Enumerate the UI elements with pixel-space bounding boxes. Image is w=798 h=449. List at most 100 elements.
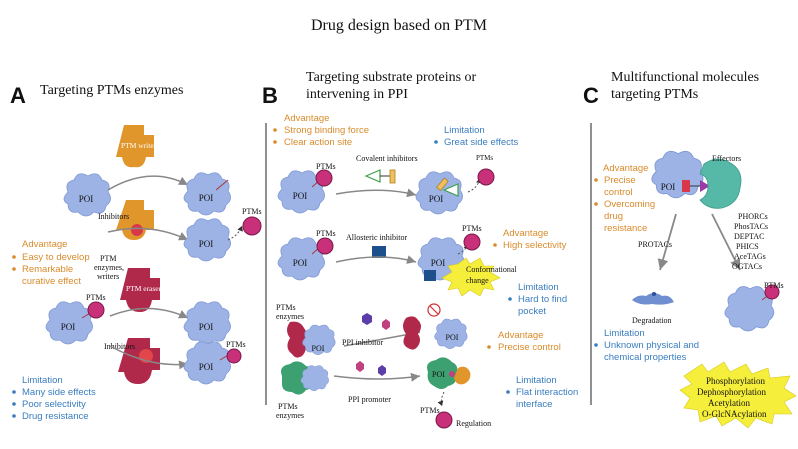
poi-a3-label: POI [199,239,214,249]
poi-b6-label: POI [446,333,459,342]
limitation-a-title: Limitation [22,375,63,386]
panel-c: C Multifunctional molecules targeting PT… [583,70,797,429]
ptm-eraser-enzyme [120,268,160,312]
limitation-b2-item-1: Hard to find [518,294,567,305]
modification-burst [679,361,797,429]
ppi-inhibitor-molecule [362,313,372,325]
ptms-label-b1: PTMs [316,162,336,171]
chimera-5: OGTACs [732,262,762,271]
limitation-a-bullet-3 [12,414,16,418]
advantage-b3-item-1: Precise control [498,342,561,353]
poi-b3: POI [277,237,325,281]
ptm-writers-label: PTM writers [121,141,159,150]
dashed-arrow-b3 [437,391,445,407]
advantage-c-item-2: control [604,187,633,198]
limitation-b2-bullet-1 [508,297,512,301]
chimera-0: PHORCs [738,212,768,221]
ppi-complex-orange [454,366,471,385]
advantage-a-item-2: Remarkable [22,264,73,275]
advantage-a-bullet-2 [12,267,16,271]
limitation-b3-title: Limitation [516,375,557,386]
panel-a-letter: A [10,83,26,108]
chimera-3: PHICS [736,242,759,251]
arrow-b-ppi-promoter [333,372,421,382]
enzymes-label-3: writers [97,272,119,281]
limitation-b1-title: Limitation [444,125,485,136]
ptms-enzymes-label-1: PTMs [276,303,296,312]
limitation-a: Limitation Many side effects Poor select… [12,375,96,422]
advantage-c-item-4: drug [604,211,623,222]
poi-a1-label: POI [79,194,94,204]
advantage-a-item-3: curative effect [22,276,81,287]
poi-a1: POI [63,173,111,217]
ptms-label-a1: PTMs [242,207,262,216]
bound-covalent-head [442,183,459,197]
advantage-b1-title: Advantage [284,113,329,124]
bound-covalent-warhead [436,177,449,192]
poi-a2: POI [183,172,231,216]
poi-a6-label: POI [199,362,214,372]
arrow-a-eraser-inhibited [109,345,189,370]
ptm-ball-b2 [477,168,495,186]
ptms-enzymes-label-3: PTMs [278,402,298,411]
ptm-ball-c [764,284,780,300]
poi-a4: POI [45,301,93,345]
chimera-1: PhosTACs [734,222,768,231]
limitation-c-title: Limitation [604,328,645,339]
panel-c-heading-2: targeting PTMs [611,87,698,102]
poi-b1: POI [277,170,325,214]
inhibitors-label-2: Inhibitors [104,342,135,351]
enzymes-label-2: enzymes, [94,263,124,272]
advantage-b3-title: Advantage [498,330,543,341]
covalent-inhibitor-warhead [389,169,396,184]
covalent-label: Covalent inhibitors [356,154,418,163]
limitation-b1-item-1: Great side effects [444,137,519,148]
poi-b5-label: POI [312,344,325,353]
advantage-c-bullet-1 [594,178,598,182]
figure-title: Drug design based on PTM [311,17,487,34]
effectors-label: Effectors [712,154,741,163]
panel-b-letter: B [262,83,278,108]
ptms-label-c: PTMs [764,281,784,290]
arrow-c-chimera [711,213,741,271]
panel-b-heading-2: intervening in PPI [306,87,408,102]
modification-2: Acetylation [708,398,750,408]
limitation-a-item-3: Drug resistance [22,411,89,422]
modification-3: O-GlcNAcylation [702,409,767,419]
limitation-c-bullet-1 [594,343,598,347]
ptm-erasers-label: PTM erasers [126,284,164,293]
ppi-inhibitor-label: PPI inhibitor [342,338,383,347]
limitation-a-item-1: Many side effects [22,387,96,398]
ptms-enzymes-label-2: enzymes [276,312,304,321]
ptm-ball-b4 [463,233,481,251]
limitation-c-item-1: Unknown physical and [604,340,699,351]
ppi-promoter-molecule-2 [378,365,386,376]
advantage-a-bullet-1 [12,255,16,259]
protacs-label: PROTACs [638,240,672,249]
allosteric-inhibitor [372,246,386,258]
panel-b: B Targeting substrate proteins or interv… [262,70,578,429]
poi-b3-label: POI [293,258,308,268]
advantage-b2-item-1: High selectivity [503,240,567,251]
modification-1: Dephosphorylation [697,387,766,397]
arrow-b-covalent [335,188,417,198]
poi-a4-label: POI [61,322,76,332]
panel-a-heading: Targeting PTMs enzymes [40,83,183,98]
limitation-a-item-2: Poor selectivity [22,399,86,410]
degradation-fragments [632,293,674,305]
degradation-label: Degradation [632,316,672,325]
ppi-promoter-molecule [356,361,364,372]
advantage-c-title: Advantage [603,163,648,174]
ptms-label-b2: PTMs [476,154,493,162]
inhibitor-dot-writer [131,224,143,236]
chimera-2: DEPTAC [734,232,764,241]
limitation-b3-bullet-1 [506,390,510,394]
chimera-warhead [682,180,690,192]
ptm-writer-enzyme [116,125,154,168]
prohibit-icon-slash [429,305,439,315]
advantage-b1-item-1: Strong binding force [284,125,369,136]
ptm-ball-a4 [87,301,105,319]
ppi-enzyme-red [287,321,307,358]
panel-a: A Targeting PTMs enzymes PTM writers POI… [10,83,262,422]
